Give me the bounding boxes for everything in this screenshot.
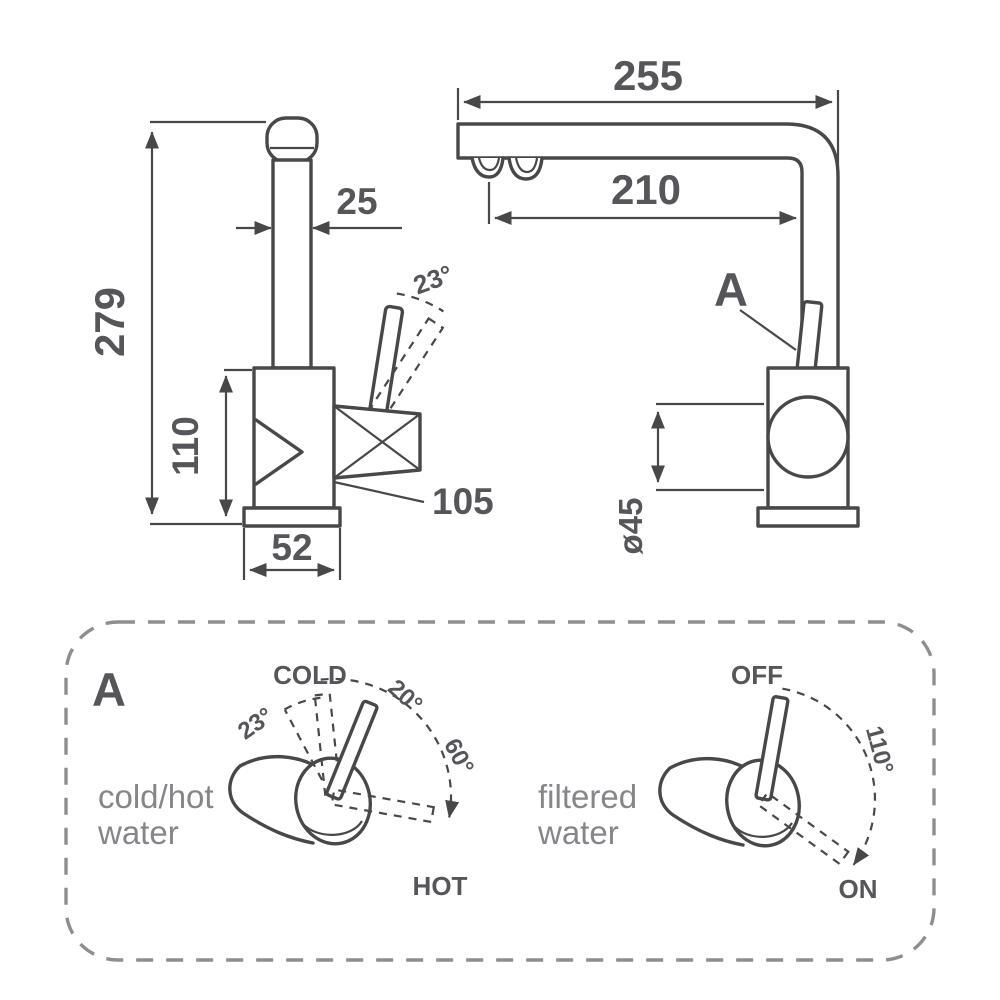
detail-panel-border xyxy=(64,620,936,962)
on-label: ON xyxy=(839,874,878,904)
spout-cap xyxy=(265,116,319,164)
knob-collar xyxy=(302,820,363,836)
cold-offset-arc xyxy=(283,696,323,711)
side-view: 279 110 23° 25 105 52 xyxy=(86,116,494,580)
dim-spout-reach-label: 210 xyxy=(611,166,681,213)
handle-angle-arc xyxy=(396,292,444,313)
dim-handle-length-label: 105 xyxy=(432,481,494,522)
angle-60-label: 60° xyxy=(438,734,479,779)
detail-panel-label: A xyxy=(92,663,126,716)
mixer-caption-line2: water xyxy=(97,814,179,851)
detail-ref-label: A xyxy=(714,263,748,316)
angle-110-label: 110° xyxy=(860,723,899,777)
joint-diagonal xyxy=(333,405,421,471)
swing-arc xyxy=(782,687,877,866)
cold-label: COLD xyxy=(273,660,347,690)
cold-offset-ray xyxy=(284,709,323,781)
base-plate-front xyxy=(756,506,860,528)
filter-caption-line1: filtered xyxy=(538,778,637,815)
mixer-body xyxy=(252,366,336,510)
handle-knob xyxy=(294,756,372,846)
aerator-detail xyxy=(477,157,501,172)
dim-base-width-label: 52 xyxy=(271,527,312,568)
detail-ref-leader xyxy=(739,309,797,351)
lever-hot-position xyxy=(330,788,436,824)
detail-panel: A COLD 20° 60° 23° HOT cold/hot water xyxy=(64,620,936,962)
leader-handle-length xyxy=(333,480,425,504)
aerator-detail xyxy=(514,157,539,174)
dim-body-height-label: 110 xyxy=(165,416,206,476)
hot-label: HOT xyxy=(413,871,468,901)
spout-pipe xyxy=(271,158,313,370)
angle-23-label: 23° xyxy=(233,702,278,745)
swivel-sphere xyxy=(766,395,850,479)
faucet-neck xyxy=(658,757,754,847)
swing-arc xyxy=(320,677,460,819)
handle-lever xyxy=(368,304,405,415)
handle-angle-label: 23° xyxy=(409,259,456,301)
off-label: OFF xyxy=(731,660,783,690)
lever-on-position xyxy=(757,791,850,866)
dim-total-height-label: 279 xyxy=(86,287,133,357)
body-joint-chevron xyxy=(254,418,304,486)
mixer-caption-line1: cold/hot xyxy=(98,778,214,815)
filter-caption-line2: water xyxy=(537,814,619,851)
base-plate xyxy=(242,506,342,528)
dim-spout-width-label: 25 xyxy=(336,181,377,222)
dim-total-depth-label: 255 xyxy=(613,52,683,99)
joint-diagonal xyxy=(333,413,421,479)
filter-handle-detail: OFF 110° ON filtered water xyxy=(537,660,899,904)
front-view: 255 210 A ø45 xyxy=(456,52,860,555)
handle-knob xyxy=(725,758,801,848)
dim-body-diameter-label: ø45 xyxy=(612,498,649,555)
angle-20-label: 20° xyxy=(382,674,427,718)
mixer-handle-detail: COLD 20° 60° 23° HOT cold/hot water xyxy=(97,660,479,901)
